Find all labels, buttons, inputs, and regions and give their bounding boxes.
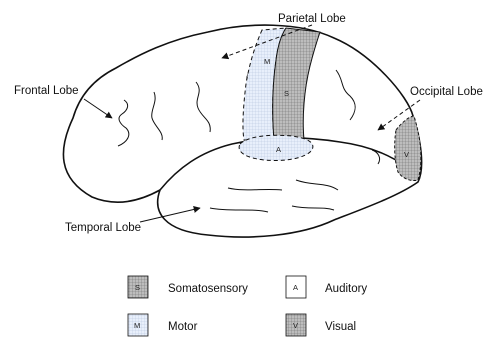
brain-outline [63, 25, 421, 237]
motor-swatch-letter: M [134, 321, 140, 330]
legend: S Somatosensory A Auditory M Motor V Vis… [128, 276, 367, 336]
legend-item-auditory: A Auditory [286, 276, 367, 298]
somatosensory-region-letter: S [284, 89, 289, 98]
occipital-lobe-label: Occipital Lobe [410, 86, 483, 98]
temporal-lobe-label: Temporal Lobe [65, 222, 141, 234]
parietal-lobe-label: Parietal Lobe [278, 13, 346, 25]
motor-region-letter: M [264, 57, 270, 66]
visual-region-letter: V [404, 150, 409, 159]
somatosensory-legend-label: Somatosensory [168, 283, 248, 295]
somatosensory-swatch-letter: S [135, 283, 140, 292]
legend-item-motor: M Motor [128, 314, 198, 336]
visual-swatch-letter: V [293, 321, 298, 330]
legend-item-somatosensory: S Somatosensory [128, 276, 248, 298]
motor-legend-label: Motor [168, 321, 198, 333]
auditory-legend-label: Auditory [325, 283, 367, 295]
legend-item-visual: V Visual [286, 314, 356, 336]
visual-legend-label: Visual [325, 321, 356, 333]
auditory-region-letter: A [276, 145, 281, 154]
frontal-lobe-label: Frontal Lobe [14, 85, 79, 97]
auditory-swatch-letter: A [293, 283, 298, 292]
